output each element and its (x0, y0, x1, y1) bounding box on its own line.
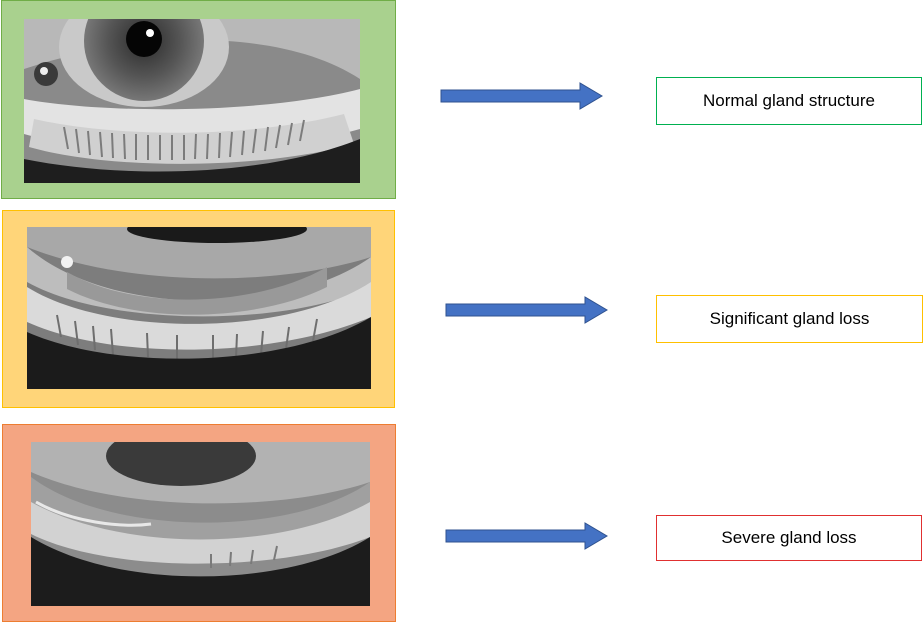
meibography-photo-normal (24, 19, 360, 183)
right-arrow-icon (445, 296, 609, 324)
label-severe-gland-loss: Severe gland loss (656, 515, 922, 561)
arrow-shape (445, 522, 608, 550)
eyelid-photo-illustration (24, 19, 360, 183)
meibography-photo-significant (27, 227, 371, 389)
arrow-shape (445, 296, 608, 324)
arrow-shape (440, 82, 603, 110)
eyelid-photo-illustration (31, 442, 370, 606)
eyelid-photo-illustration (27, 227, 371, 389)
label-significant-gland-loss: Significant gland loss (656, 295, 923, 343)
meibography-photo-severe (31, 442, 370, 606)
right-arrow-icon (445, 522, 609, 550)
label-normal-gland-structure: Normal gland structure (656, 77, 922, 125)
right-arrow-icon (440, 82, 604, 110)
